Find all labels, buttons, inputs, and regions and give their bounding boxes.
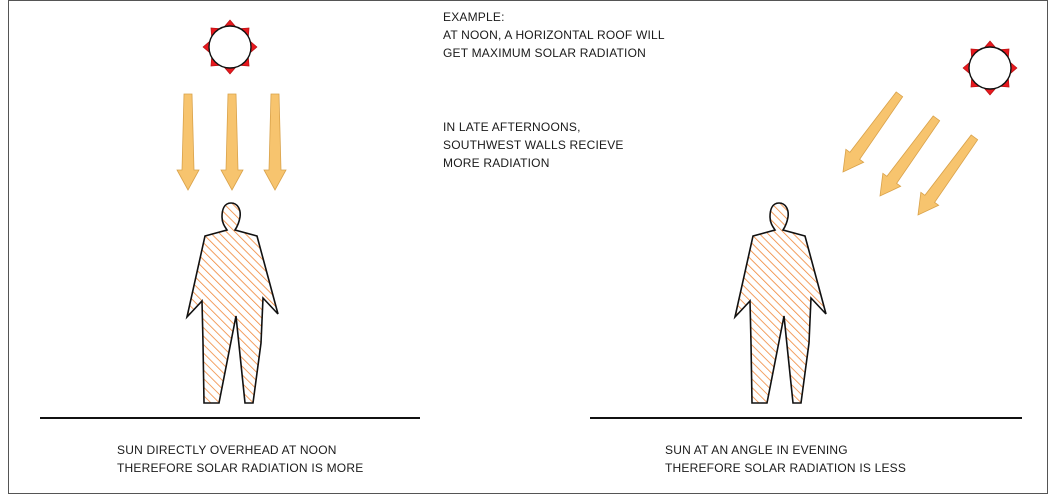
example-heading: EXAMPLE:	[443, 8, 665, 26]
afternoon-line: MORE RADIATION	[443, 154, 624, 172]
afternoon-line: SOUTHWEST WALLS RECIEVE	[443, 136, 624, 154]
vertical-ray-arrow-2	[221, 94, 243, 190]
left-caption: SUN DIRECTLY OVERHEAD AT NOON THEREFORE …	[117, 441, 363, 477]
right-caption-line: THEREFORE SOLAR RADIATION IS LESS	[665, 459, 906, 477]
example-note: EXAMPLE: AT NOON, A HORIZONTAL ROOF WILL…	[443, 8, 665, 62]
noon-sun-icon	[203, 20, 257, 74]
afternoon-note: IN LATE AFTERNOONS, SOUTHWEST WALLS RECI…	[443, 118, 624, 172]
vertical-ray-arrow-3	[264, 94, 286, 190]
person-figure-noon	[187, 203, 278, 403]
vertical-ray-arrow-1	[177, 94, 199, 190]
example-line: GET MAXIMUM SOLAR RADIATION	[443, 44, 665, 62]
right-caption-line: SUN AT AN ANGLE IN EVENING	[665, 441, 906, 459]
afternoon-line: IN LATE AFTERNOONS,	[443, 118, 624, 136]
example-line: AT NOON, A HORIZONTAL ROOF WILL	[443, 26, 665, 44]
evening-sun-icon	[963, 41, 1017, 95]
right-caption: SUN AT AN ANGLE IN EVENING THEREFORE SOL…	[665, 441, 906, 477]
person-figure-evening	[735, 203, 826, 403]
left-caption-line: SUN DIRECTLY OVERHEAD AT NOON	[117, 441, 363, 459]
left-caption-line: THEREFORE SOLAR RADIATION IS MORE	[117, 459, 363, 477]
